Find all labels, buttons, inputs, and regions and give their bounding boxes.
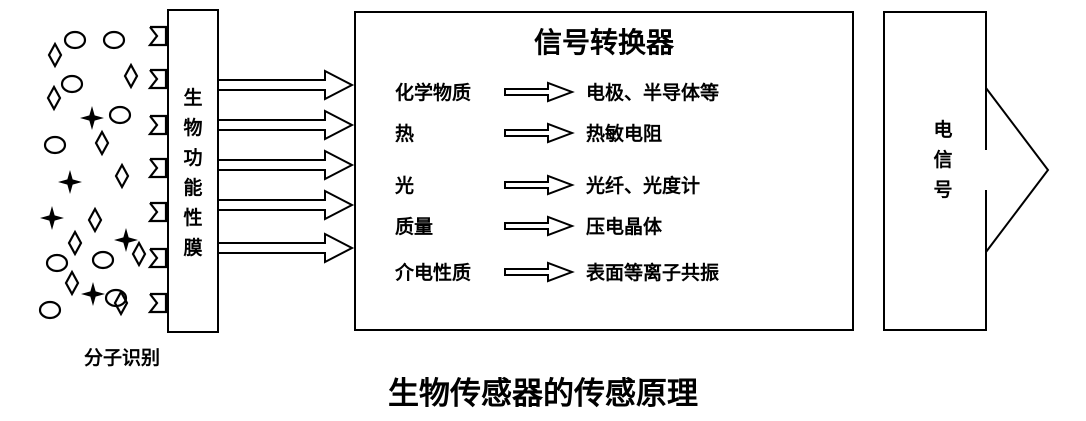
molecule-diamond [123, 62, 139, 90]
row-arrow [504, 81, 575, 103]
receptor-notch [147, 68, 168, 90]
molecule-recognition-label: 分子识别 [84, 347, 160, 369]
molecule-circle [38, 300, 62, 320]
molecule-diamond [64, 269, 80, 297]
membrane-label-char: 性 [183, 206, 202, 229]
molecules-group [38, 30, 147, 320]
row-input: 化学物质 [395, 81, 471, 104]
molecule-star [40, 206, 64, 230]
membrane-arrow [217, 109, 355, 141]
receptor-sites [147, 25, 168, 314]
converter-title: 信号转换器 [534, 26, 675, 59]
molecule-circle [63, 30, 87, 50]
molecule-circle [60, 74, 84, 94]
receptor-notch [147, 201, 168, 223]
row-input: 热 [395, 122, 414, 145]
row-output: 表面等离子共振 [586, 261, 719, 284]
molecule-star [58, 170, 82, 194]
membrane-arrow [217, 149, 355, 181]
output-signal-label: 电信号 [933, 118, 952, 201]
molecule-diamond [67, 229, 83, 257]
molecule-circle [43, 135, 67, 155]
membrane-box [167, 9, 219, 333]
molecule-diamond [87, 206, 103, 234]
molecule-circle [102, 30, 126, 50]
membrane-arrow [217, 189, 355, 221]
receptor-notch [147, 114, 168, 136]
receptor-notch [147, 247, 168, 269]
row-output: 电极、半导体等 [586, 81, 719, 104]
figure-caption: 生物传感器的传感原理 [388, 376, 698, 412]
membrane-label-char: 膜 [182, 236, 202, 259]
converter-box [354, 11, 854, 331]
molecule-diamond [113, 289, 129, 317]
molecule-diamond [46, 84, 62, 112]
row-arrow [504, 261, 575, 283]
signal-label-char: 电 [933, 118, 952, 141]
row-input: 介电性质 [394, 261, 471, 284]
receptor-notch [147, 157, 168, 179]
molecule-star [114, 228, 138, 252]
molecule-circle [45, 253, 69, 273]
molecule-diamond [47, 41, 63, 69]
membrane-arrow [217, 69, 355, 101]
membrane-to-converter-arrows [217, 69, 355, 264]
membrane-arrow [217, 232, 355, 264]
row-arrow [504, 174, 575, 196]
molecule-circle [91, 250, 115, 270]
membrane-label-char: 能 [183, 176, 202, 199]
row-arrow [504, 122, 575, 144]
signal-label-char: 号 [933, 179, 952, 201]
row-output: 光纤、光度计 [585, 174, 700, 197]
molecule-diamond [114, 162, 130, 190]
receptor-notch [147, 292, 168, 314]
membrane-label-char: 物 [183, 116, 202, 139]
molecule-diamond [131, 240, 147, 268]
membrane-label-char: 功 [183, 147, 202, 169]
row-output: 压电晶体 [586, 215, 663, 238]
receptor-notch [147, 25, 168, 47]
signal-label-char: 信 [933, 148, 952, 171]
molecule-diamond [94, 129, 110, 157]
molecule-circle [108, 105, 132, 125]
output-signal-arrow [883, 11, 1050, 331]
row-input: 质量 [395, 216, 433, 238]
row-arrow [504, 215, 575, 237]
membrane-label-char: 生 [183, 86, 202, 109]
molecule-star [81, 282, 105, 306]
row-input: 光 [394, 174, 414, 197]
molecule-star [80, 106, 104, 130]
row-output: 热敏电阻 [586, 122, 662, 145]
